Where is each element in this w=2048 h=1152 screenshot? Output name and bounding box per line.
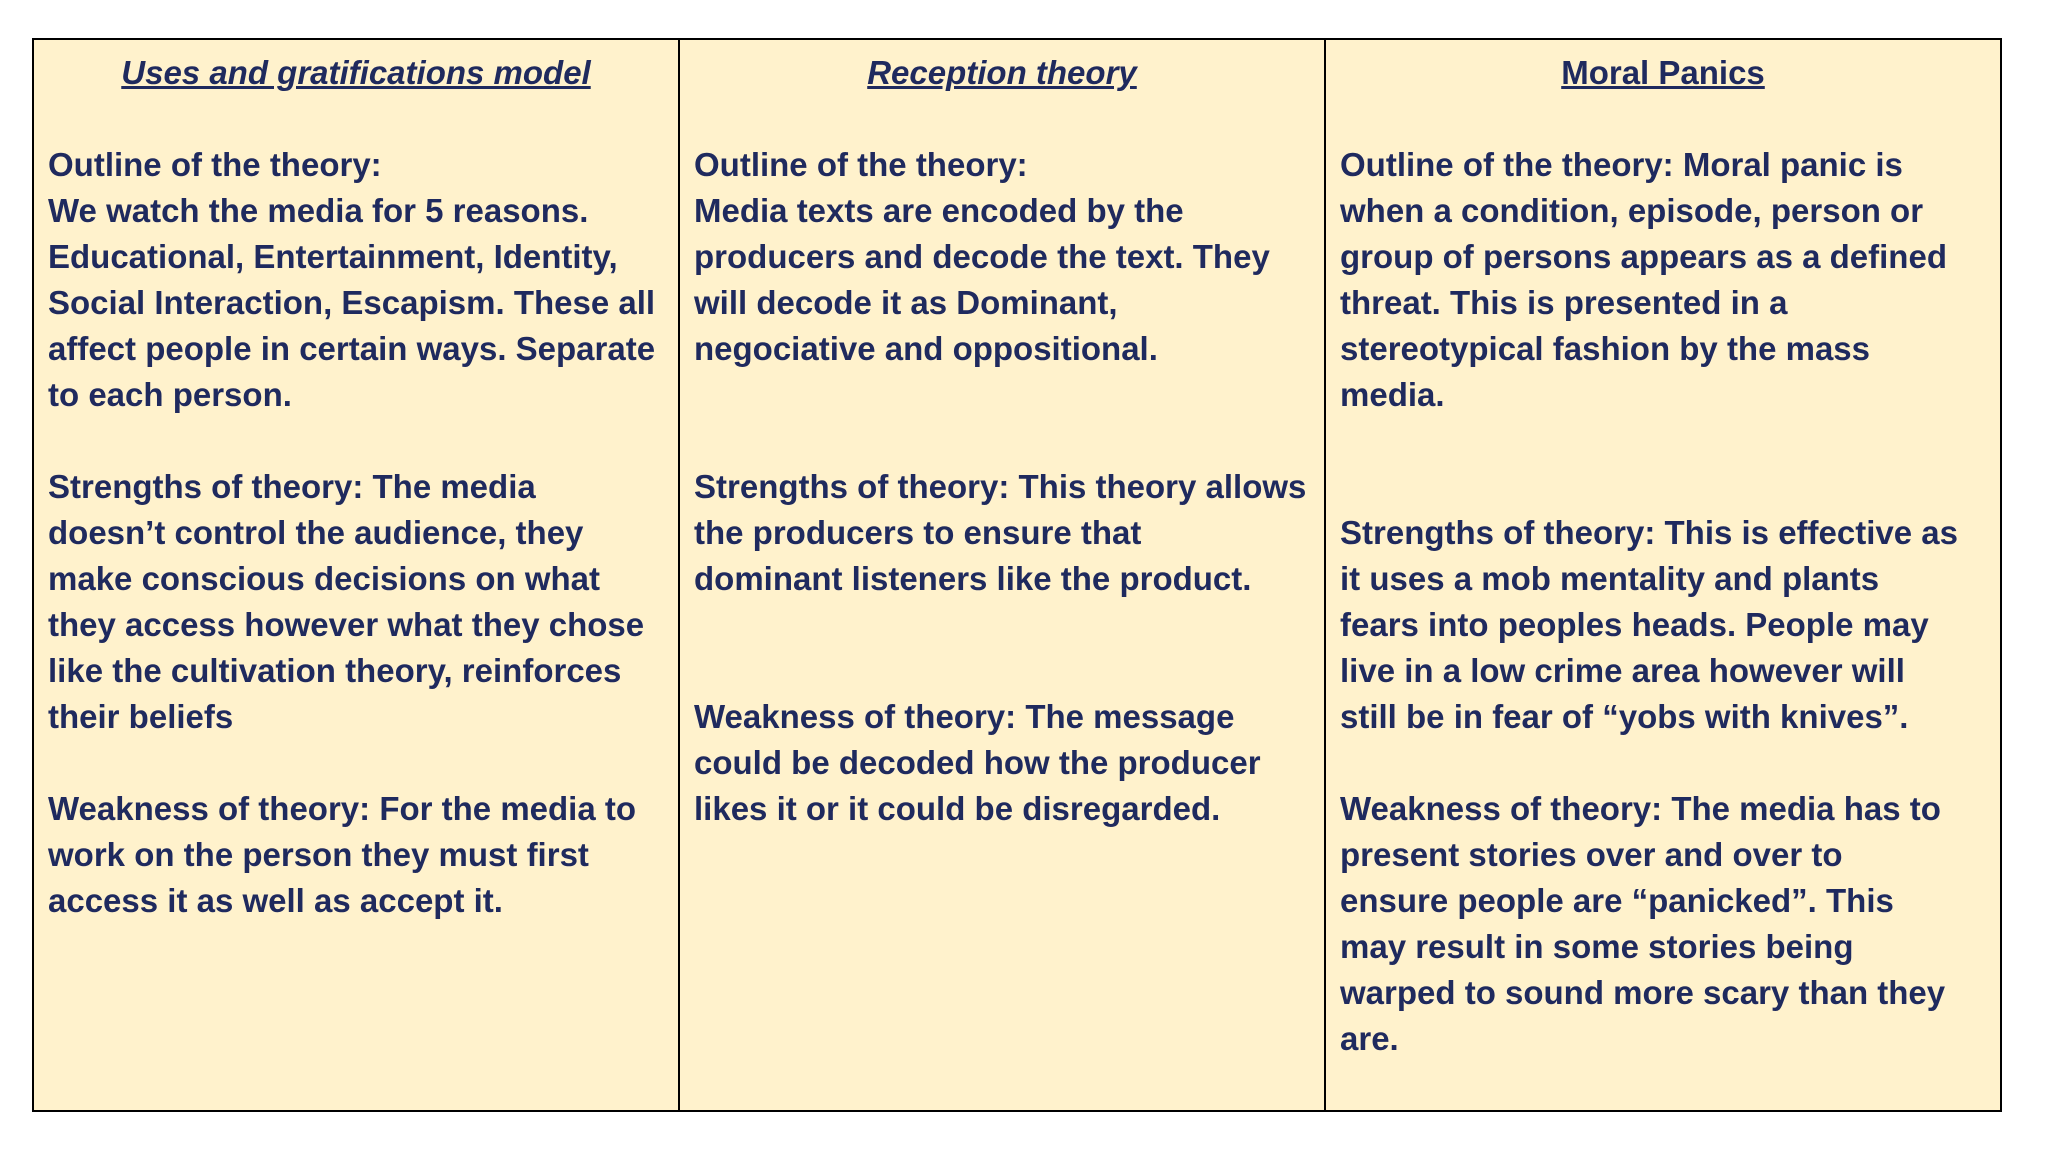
strengths-text: Strengths of theory: This is effective a… — [1340, 514, 1958, 735]
column-title: Reception theory — [867, 54, 1137, 91]
theory-comparison-table: Uses and gratifications model Outline of… — [32, 38, 2002, 1112]
strengths-text: Strengths of theory: This theory allows … — [694, 468, 1307, 597]
column-reception-theory: Reception theory Outline of the theory: … — [680, 40, 1326, 1110]
outline-text: Media texts are encoded by the producers… — [694, 192, 1270, 367]
outline-text: Outline of the theory: Moral panic is wh… — [1340, 146, 1947, 413]
column-moral-panics: Moral Panics Outline of the theory: Mora… — [1326, 40, 2000, 1110]
weakness-text: Weakness of theory: The message could be… — [694, 698, 1261, 827]
strengths-text: Strengths of theory: The media doesn’t c… — [48, 468, 645, 735]
outline-label: Outline of the theory: — [694, 146, 1028, 183]
weakness-text: Weakness of theory: For the media to wor… — [48, 790, 637, 919]
weakness-text: Weakness of theory: The media has to pre… — [1340, 790, 1946, 1057]
outline-label: Outline of the theory: — [48, 146, 382, 183]
outline-text: We watch the media for 5 reasons. Educat… — [48, 192, 656, 413]
column-uses-and-gratifications: Uses and gratifications model Outline of… — [34, 40, 680, 1110]
column-title: Uses and gratifications model — [121, 54, 591, 91]
column-title: Moral Panics — [1561, 54, 1765, 91]
